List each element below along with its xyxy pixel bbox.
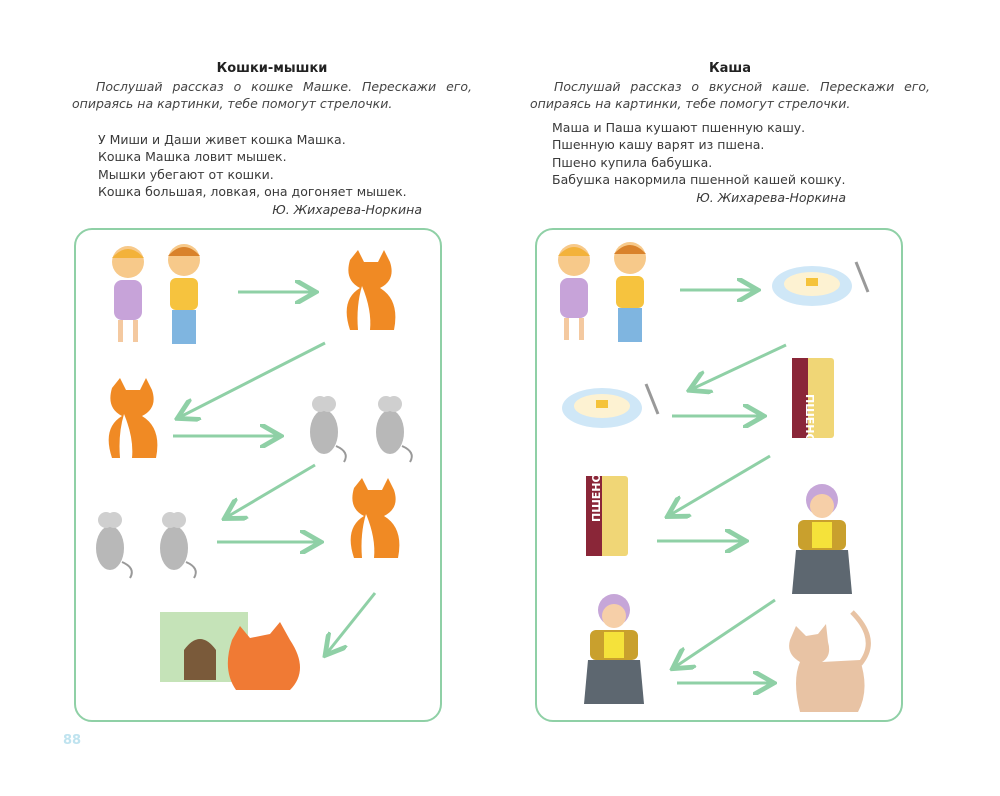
- story-line: Маша и Паша кушают пшенную кашу.: [552, 119, 806, 135]
- story-author: Ю. Жихарева-Норкина: [696, 189, 846, 205]
- story-line: Пшено купила бабушка.: [552, 154, 713, 170]
- story-author: Ю. Жихарева-Норкина: [272, 201, 422, 217]
- page-number: 88: [63, 733, 82, 748]
- picture-panel-left: [74, 228, 442, 722]
- story-right: Каша Послушай рассказ о вкусной каше. Пе…: [530, 60, 930, 206]
- mouse-illustration: [375, 395, 413, 463]
- arrow: [670, 454, 771, 515]
- story-line: У Миши и Даши живет кошка Машка.: [98, 131, 346, 147]
- arrow: [227, 463, 316, 517]
- story-title: Каша: [709, 61, 751, 76]
- grandmother-illustration: [792, 484, 852, 594]
- mouse-illustration: [309, 395, 347, 463]
- picture-panel-right: [535, 228, 903, 722]
- children-illustration: [112, 244, 200, 344]
- story-instruction: Послушай рассказ о вкусной каше. Переска…: [530, 78, 930, 112]
- arrows-right: [657, 290, 787, 683]
- story-instruction: Послушай рассказ о кошке Машке. Перескаж…: [72, 78, 472, 112]
- porridge-plate-illustration: [560, 382, 660, 430]
- story-line: Мышки убегают от кошки.: [98, 166, 274, 182]
- cat-illustration: [346, 250, 396, 330]
- story-line: Пшенную кашу варят из пшена.: [552, 137, 765, 152]
- story-line: Кошка Машка ловит мышек.: [98, 149, 287, 164]
- bag-label: ПШЕНО: [803, 394, 816, 443]
- cat-illustration: [789, 610, 871, 712]
- cat-at-mousehole-illustration: [160, 612, 300, 690]
- story-line: Бабушка накормила пшенной кашей кошку.: [552, 172, 846, 187]
- porridge-plate-illustration: [770, 260, 870, 308]
- story-title: Кошки-мышки: [216, 61, 328, 76]
- arrow: [692, 343, 787, 389]
- bag-label: ПШЕНО: [590, 473, 603, 522]
- arrow: [675, 598, 776, 667]
- arrow: [180, 341, 326, 417]
- children-illustration: [558, 242, 646, 342]
- cat-illustration: [350, 478, 400, 558]
- arrow: [327, 592, 377, 653]
- story-left: Кошки-мышки Послушай рассказ о кошке Маш…: [72, 60, 472, 218]
- mouse-illustration: [95, 511, 133, 579]
- arrows-left: [173, 292, 377, 653]
- mouse-illustration: [159, 511, 197, 579]
- cat-illustration: [108, 378, 158, 458]
- story-line: Кошка большая, ловкая, она догоняет мыше…: [98, 184, 407, 199]
- grandmother-illustration: [584, 594, 644, 704]
